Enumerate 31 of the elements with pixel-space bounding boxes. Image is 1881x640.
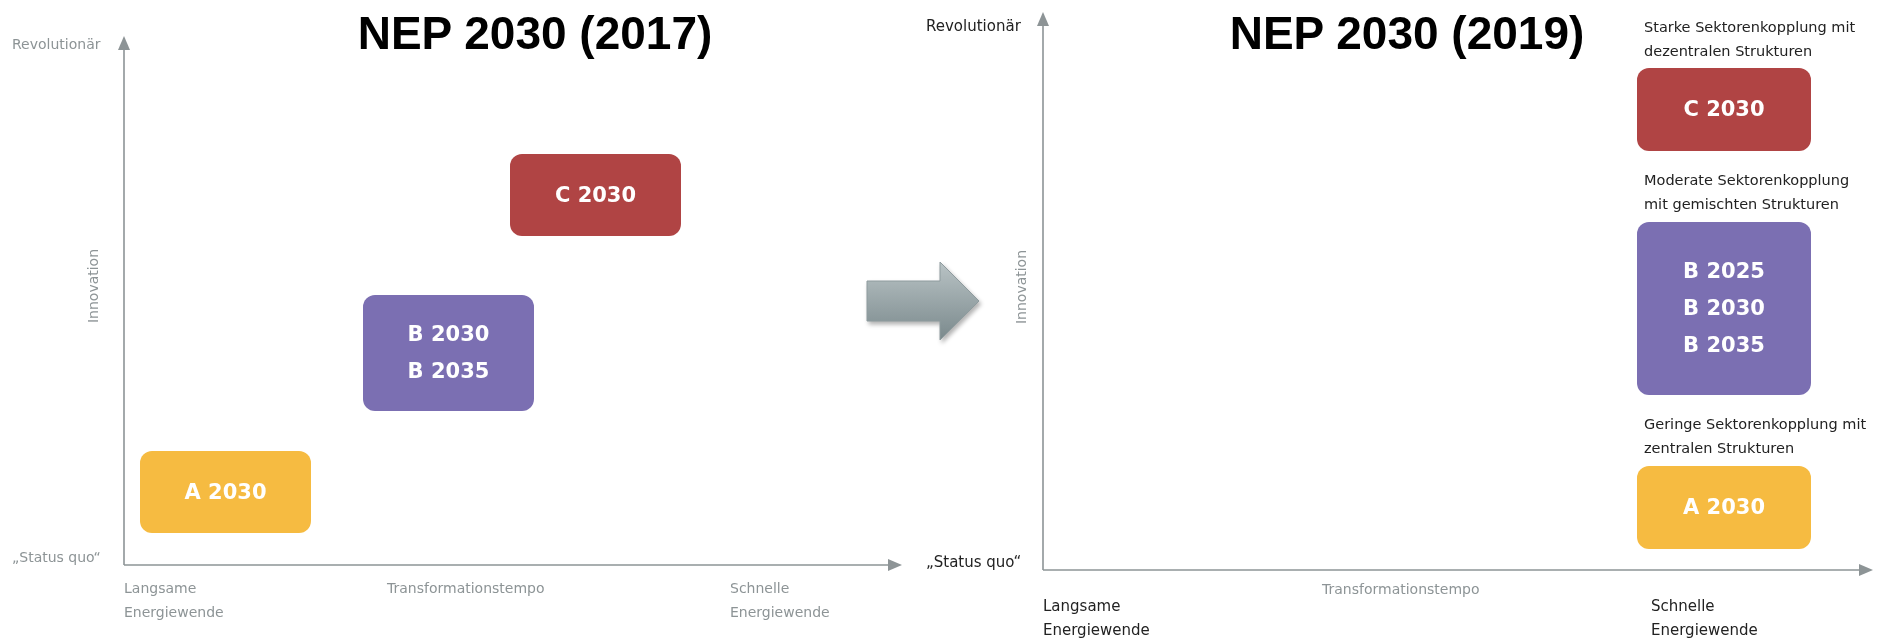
scenario-label: A 2030 — [1683, 497, 1765, 518]
scenario-description: Geringe Sektorenkopplung mit zentralen Strukturen — [1644, 415, 1868, 458]
scenario-label: B 2030 — [407, 324, 490, 345]
scenario-label: C 2030 — [1683, 99, 1765, 120]
block-arrow — [866, 261, 980, 341]
axis-label: Langsame Energiewende — [1043, 596, 1151, 640]
axis-label: „Status quo“ — [12, 548, 101, 567]
scenario-box — [1637, 222, 1811, 395]
axis-label: Revolutionär — [926, 16, 1021, 37]
scenario-box — [1637, 68, 1811, 151]
axis-label: Schnelle Energiewende — [730, 579, 831, 622]
axis-label: Schnelle Energiewende — [1651, 596, 1759, 640]
axis-title: Innovation — [1012, 249, 1030, 325]
axis-label: „Status quo“ — [926, 552, 1022, 573]
scenario-label: C 2030 — [554, 184, 637, 206]
scenario-description: Starke Sektorenkopplung mit dezentralen Strukturen — [1644, 18, 1857, 61]
scenario-box — [363, 295, 534, 411]
scenario-label: B 2025 — [1683, 261, 1765, 282]
scenario-label: A 2030 — [184, 481, 267, 503]
axis-title: Innovation — [84, 248, 102, 324]
scenario-box — [1637, 466, 1811, 549]
axis-label: Revolutionär — [12, 35, 101, 54]
scenario-box — [140, 451, 311, 533]
axis-label: Langsame Energiewende — [124, 579, 225, 622]
scenario-description: Moderate Sektorenkopplung mit gemischten Strukturen — [1644, 171, 1851, 214]
scenario-box — [510, 154, 681, 236]
scenario-label: B 2035 — [407, 361, 490, 382]
axis-label: Transformationstempo — [387, 579, 545, 598]
scenario-label: B 2030 — [1683, 298, 1765, 319]
axis-label: Transformationstempo — [1322, 580, 1480, 599]
scenario-label: B 2035 — [1683, 335, 1765, 356]
